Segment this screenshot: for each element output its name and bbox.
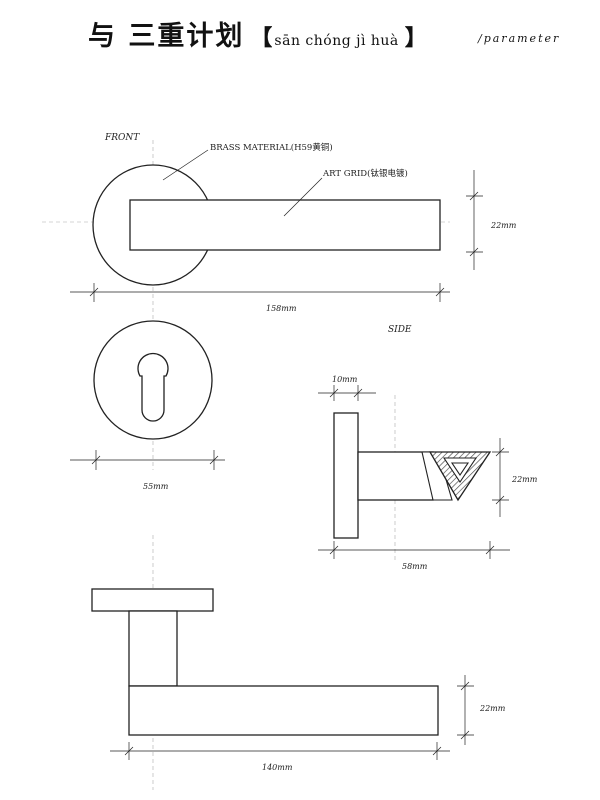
- top-height-dimension: [457, 675, 474, 745]
- side-depth-label: 58mm: [402, 562, 428, 571]
- art-grid-inner-triangle: [450, 462, 470, 476]
- title-pinyin: sān chóng jì huà: [274, 33, 399, 49]
- rosette-dimension-label: 55mm: [143, 482, 169, 491]
- top-height-label: 22mm: [479, 704, 506, 713]
- title-chinese: 与 三重计划: [88, 21, 245, 52]
- top-lever: [128, 685, 439, 736]
- side-height-dimension: [492, 438, 509, 517]
- top-neck: [128, 610, 178, 687]
- top-rose-plate: [91, 588, 214, 612]
- keyhole-icon: [137, 352, 169, 422]
- side-mount-plate: [333, 412, 359, 539]
- front-height-dimension: [466, 170, 483, 270]
- front-width-dimension: [70, 283, 450, 302]
- page-title: 与 三重计划 【 sān chóng jì huà 】: [88, 14, 427, 54]
- front-lever: [129, 199, 441, 251]
- side-depth-dimension: [318, 541, 510, 559]
- top-width-label: 140mm: [262, 763, 293, 772]
- front-view: FRONT BRASS MATERIAL(H59黄铜) ART GRID(钛银电…: [70, 133, 517, 313]
- side-shank: [357, 451, 434, 501]
- top-view: 22mm 140mm: [91, 588, 506, 772]
- side-plate-label: 10mm: [332, 375, 358, 384]
- rosette-dimension: [70, 450, 225, 470]
- title-bracket-open: 【: [250, 25, 273, 51]
- front-height-label: 22mm: [490, 221, 517, 230]
- parameter-label: /parameter: [478, 32, 561, 45]
- side-view: SIDE 10mm 22mm 58mm: [318, 325, 538, 571]
- side-height-label: 22mm: [511, 475, 538, 484]
- grid-callout: ART GRID(钛银电镀): [322, 168, 408, 179]
- top-width-dimension: [110, 742, 450, 760]
- side-plate-dimension: [318, 385, 376, 401]
- front-label: FRONT: [104, 133, 140, 143]
- rosette-view: 55mm: [70, 320, 225, 491]
- material-callout: BRASS MATERIAL(H59黄铜): [210, 142, 333, 153]
- front-width-label: 158mm: [266, 304, 297, 313]
- material-callout-leader: [162, 149, 209, 181]
- title-bracket-close: 】: [404, 25, 427, 51]
- side-label: SIDE: [388, 325, 412, 335]
- grid-callout-leader: [283, 177, 323, 217]
